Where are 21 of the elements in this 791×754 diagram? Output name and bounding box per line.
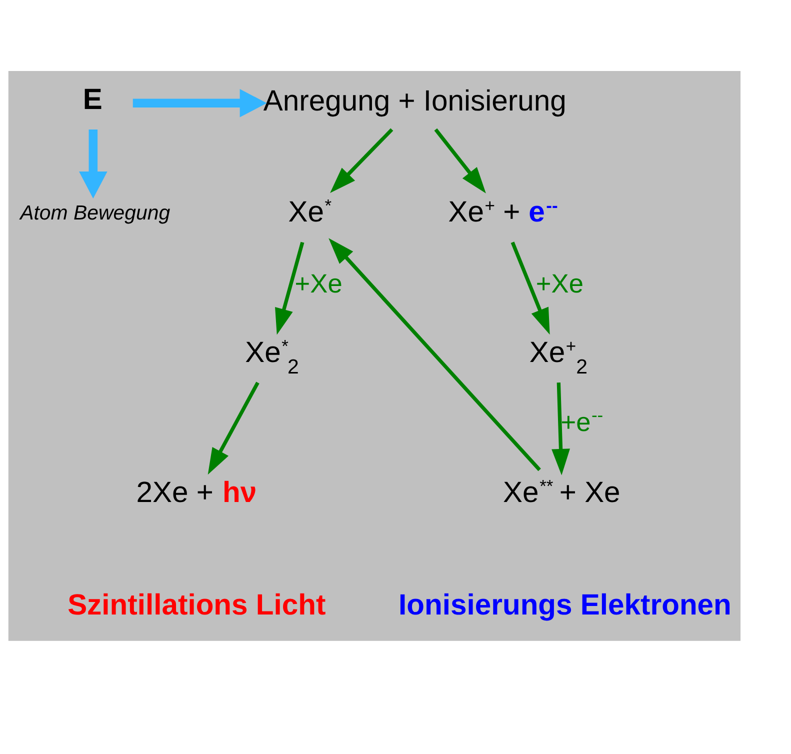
node-text: Xe$^{+}$ + e$^{--}$ xyxy=(448,196,558,229)
arrow xyxy=(208,382,260,475)
arrow xyxy=(510,242,550,335)
arrow xyxy=(330,128,394,194)
node-text: Anregung + Ionisierung xyxy=(263,85,566,118)
node-text: Xe$^{**}$ + Xe xyxy=(503,476,620,510)
edge-label: +Xe xyxy=(536,268,584,298)
arrow xyxy=(275,242,304,335)
edge-label: +Xe xyxy=(294,268,342,298)
node-text: E xyxy=(82,84,102,116)
arrow xyxy=(552,382,570,476)
arrow xyxy=(79,129,108,198)
edge-label: +e$^{--}$ xyxy=(560,405,604,438)
arrow xyxy=(132,88,267,118)
node-text: Xe$^{*}$ xyxy=(288,196,332,229)
arrow xyxy=(434,128,486,194)
arrow xyxy=(328,238,541,472)
label: Szintillations Licht xyxy=(68,590,326,622)
node-text: 2Xe + hν xyxy=(136,477,257,510)
node-text: Atom Bewegung xyxy=(20,202,170,225)
label: Ionisierungs Elektronen xyxy=(398,590,732,622)
